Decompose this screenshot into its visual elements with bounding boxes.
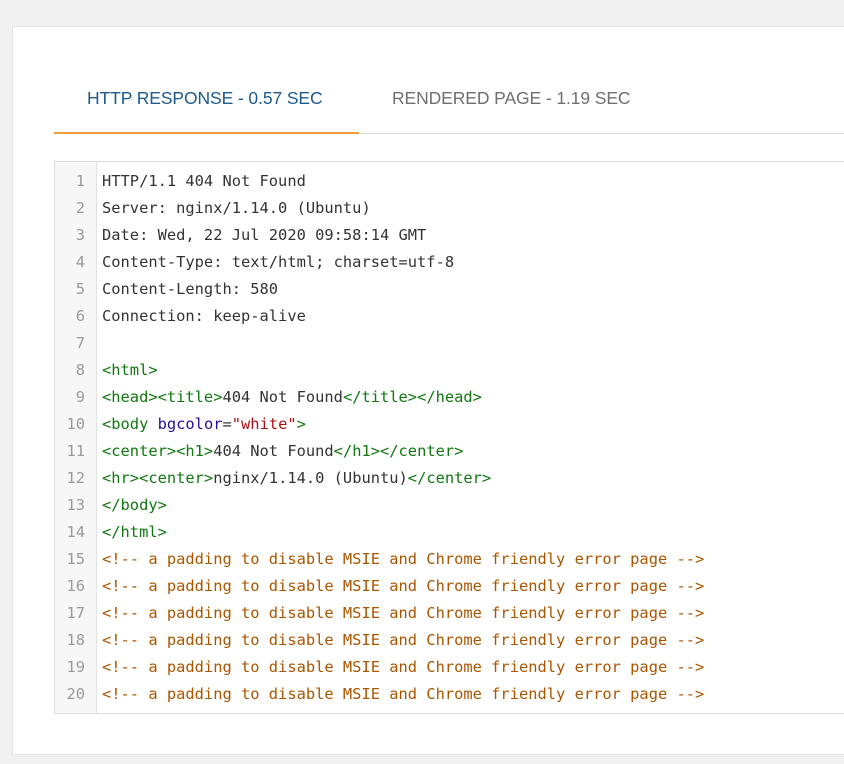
tab-http-response[interactable]: HTTP RESPONSE - 0.57 SEC bbox=[54, 88, 359, 134]
code-line: 8 <html> bbox=[55, 357, 844, 384]
code-lines: 1 HTTP/1.1 404 Not Found 2 Server: nginx/1.… bbox=[55, 168, 844, 708]
line-content: <hr><center>nginx/1.14.0 (Ubuntu)</cente… bbox=[102, 465, 491, 492]
line-content: <!-- a padding to disable MSIE and Chrom… bbox=[102, 546, 704, 573]
line-content: HTTP/1.1 404 Not Found bbox=[102, 168, 306, 195]
code-line: 6 Connection: keep-alive bbox=[55, 303, 844, 330]
line-content: <!-- a padding to disable MSIE and Chrom… bbox=[102, 600, 704, 627]
line-number: 14 bbox=[66, 523, 85, 541]
code-line: 5 Content-Length: 580 bbox=[55, 276, 844, 303]
code-token: <html> bbox=[102, 361, 158, 379]
line-number: 20 bbox=[66, 685, 85, 703]
code-line: 14 </html> bbox=[55, 519, 844, 546]
code-line: 9 <head><title>404 Not Found</title></hea… bbox=[55, 384, 844, 411]
line-number: 17 bbox=[66, 604, 85, 622]
tab-bar: HTTP RESPONSE - 0.57 SEC RENDERED PAGE -… bbox=[54, 27, 844, 134]
tab-rendered-page[interactable]: RENDERED PAGE - 1.19 SEC bbox=[392, 88, 631, 108]
code-line: 3 Date: Wed, 22 Jul 2020 09:58:14 GMT bbox=[55, 222, 844, 249]
line-content: Date: Wed, 22 Jul 2020 09:58:14 GMT bbox=[102, 222, 426, 249]
code-token: </title></head> bbox=[342, 388, 482, 406]
line-number: 11 bbox=[66, 442, 85, 460]
code-token: Connection: keep-alive bbox=[102, 307, 306, 325]
code-token: HTTP/1.1 404 Not Found bbox=[102, 172, 306, 190]
line-content: <body bgcolor="white"> bbox=[102, 411, 306, 438]
line-number: 1 bbox=[75, 172, 85, 190]
code-token: </html> bbox=[102, 523, 167, 541]
code-token: Date: Wed, 22 Jul 2020 09:58:14 GMT bbox=[102, 226, 427, 244]
line-number: 4 bbox=[75, 253, 85, 271]
line-number: 12 bbox=[66, 469, 85, 487]
code-line: 4 Content-Type: text/html; charset=utf-8 bbox=[55, 249, 844, 276]
line-content: <center><h1>404 Not Found</h1></center> bbox=[102, 438, 463, 465]
code-token: <!-- a padding to disable MSIE and Chrom… bbox=[102, 550, 705, 568]
code-token: <!-- a padding to disable MSIE and Chrom… bbox=[102, 685, 705, 703]
line-number: 13 bbox=[66, 496, 85, 514]
line-number: 9 bbox=[75, 388, 85, 406]
line-number: 6 bbox=[75, 307, 85, 325]
line-content: <!-- a padding to disable MSIE and Chrom… bbox=[102, 654, 704, 681]
code-viewer: 1 HTTP/1.1 404 Not Found 2 Server: nginx/1.… bbox=[54, 161, 844, 714]
code-token: <!-- a padding to disable MSIE and Chrom… bbox=[102, 604, 705, 622]
code-token: 404 Not Found bbox=[222, 388, 343, 406]
line-content: <!-- a padding to disable MSIE and Chrom… bbox=[102, 573, 704, 600]
code-token: Content-Length: 580 bbox=[102, 280, 279, 298]
code-token: nginx/1.14.0 (Ubuntu) bbox=[213, 469, 408, 487]
code-token: <!-- a padding to disable MSIE and Chrom… bbox=[102, 577, 705, 595]
code-token: </h1></center> bbox=[333, 442, 464, 460]
code-line: 12 <hr><center>nginx/1.14.0 (Ubuntu)</cen… bbox=[55, 465, 844, 492]
line-number: 10 bbox=[66, 415, 85, 433]
line-number: 19 bbox=[66, 658, 85, 676]
line-number: 7 bbox=[75, 334, 85, 352]
line-content: Connection: keep-alive bbox=[102, 303, 306, 330]
code-line: 18 <!-- a padding to disable MSIE and Chr… bbox=[55, 627, 844, 654]
line-content: Content-Type: text/html; charset=utf-8 bbox=[102, 249, 454, 276]
code-token: <hr><center> bbox=[102, 469, 214, 487]
code-token: "white" bbox=[231, 415, 297, 433]
line-content: <head><title>404 Not Found</title></head… bbox=[102, 384, 482, 411]
code-token: <head><title> bbox=[102, 388, 223, 406]
code-token: bgcolor bbox=[157, 415, 223, 433]
code-line: 16 <!-- a padding to disable MSIE and Chr… bbox=[55, 573, 844, 600]
code-token: > bbox=[296, 415, 306, 433]
code-token: Content-Type: text/html; charset=utf-8 bbox=[102, 253, 455, 271]
code-line: 19 <!-- a padding to disable MSIE and Chr… bbox=[55, 654, 844, 681]
line-content: <!-- a padding to disable MSIE and Chrom… bbox=[102, 681, 704, 708]
line-number: 8 bbox=[75, 361, 85, 379]
code-line: 10 <body bgcolor="white"> bbox=[55, 411, 844, 438]
line-number: 3 bbox=[75, 226, 85, 244]
code-token: = bbox=[222, 415, 232, 433]
code-line: 7 bbox=[55, 330, 844, 357]
line-number-gutter bbox=[55, 162, 97, 713]
code-token: 404 Not Found bbox=[213, 442, 334, 460]
code-line: 20 <!-- a padding to disable MSIE and Chr… bbox=[55, 681, 844, 708]
line-content: </html> bbox=[102, 519, 167, 546]
line-content: <html> bbox=[102, 357, 158, 384]
line-number: 5 bbox=[75, 280, 85, 298]
line-content: Server: nginx/1.14.0 (Ubuntu) bbox=[102, 195, 371, 222]
code-token: <body bbox=[102, 415, 158, 433]
code-line: 13 </body> bbox=[55, 492, 844, 519]
code-line: 11 <center><h1>404 Not Found</h1></center… bbox=[55, 438, 844, 465]
code-line: 17 <!-- a padding to disable MSIE and Chr… bbox=[55, 600, 844, 627]
line-number: 18 bbox=[66, 631, 85, 649]
response-card: HTTP RESPONSE - 0.57 SEC RENDERED PAGE -… bbox=[12, 26, 844, 755]
code-token: <center><h1> bbox=[102, 442, 214, 460]
code-line: 2 Server: nginx/1.14.0 (Ubuntu) bbox=[55, 195, 844, 222]
line-content: Content-Length: 580 bbox=[102, 276, 278, 303]
code-token: Server: nginx/1.14.0 (Ubuntu) bbox=[102, 199, 371, 217]
code-token: </center> bbox=[407, 469, 492, 487]
code-token: <!-- a padding to disable MSIE and Chrom… bbox=[102, 658, 705, 676]
line-number: 2 bbox=[75, 199, 85, 217]
line-number: 16 bbox=[66, 577, 85, 595]
code-token: </body> bbox=[102, 496, 167, 514]
line-number: 15 bbox=[66, 550, 85, 568]
code-line: 15 <!-- a padding to disable MSIE and Chr… bbox=[55, 546, 844, 573]
line-content: <!-- a padding to disable MSIE and Chrom… bbox=[102, 627, 704, 654]
code-token: <!-- a padding to disable MSIE and Chrom… bbox=[102, 631, 705, 649]
code-line: 1 HTTP/1.1 404 Not Found bbox=[55, 168, 844, 195]
line-content: </body> bbox=[102, 492, 167, 519]
